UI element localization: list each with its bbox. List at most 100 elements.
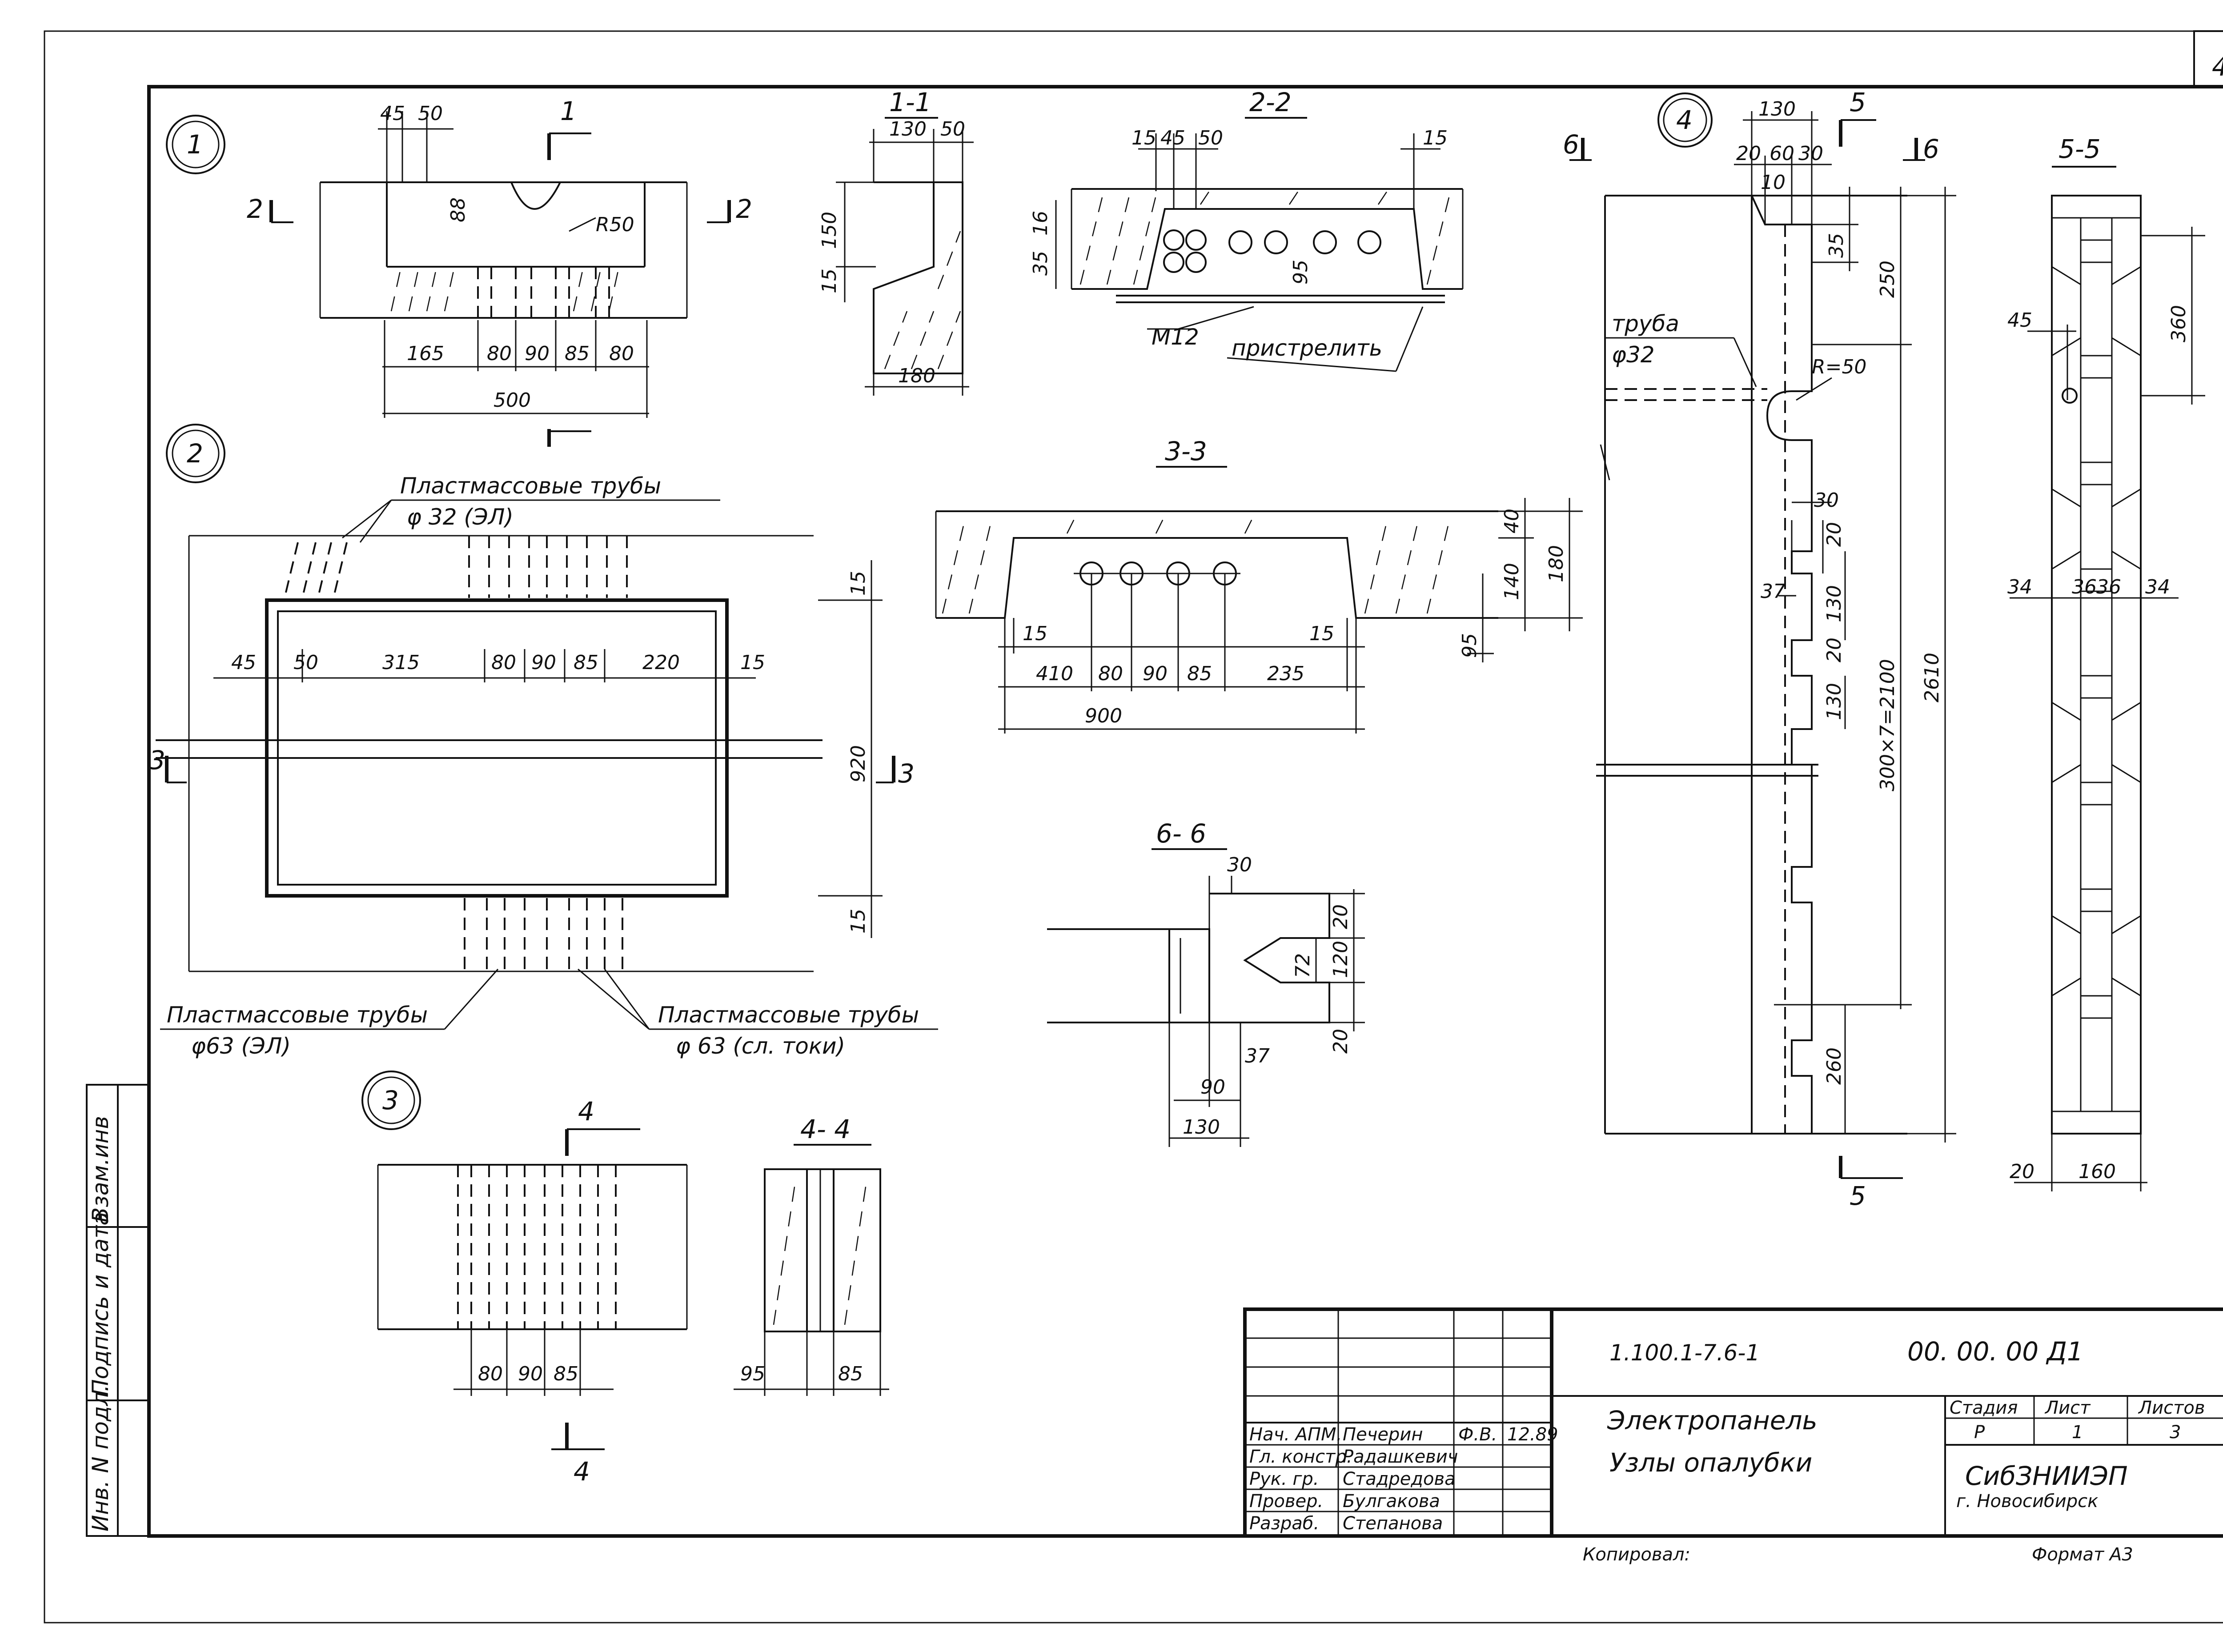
n4-dim-35: 35	[1825, 233, 1848, 258]
tb-name-4: Степанова	[1343, 1513, 1443, 1534]
s33-dim-410: 410	[1036, 662, 1073, 685]
n4-dim-20: 20	[1736, 142, 1761, 165]
tb-name-2: Стадредова	[1343, 1469, 1456, 1489]
s11-title: 1-1	[889, 87, 931, 117]
n1-dim-165: 165	[407, 342, 444, 365]
n4-cut-5-top: 5	[1850, 87, 1866, 117]
s55-dim-160: 160	[2079, 1160, 2116, 1183]
n4-cut-6-left: 6	[1563, 129, 1579, 160]
n4-dim-30: 30	[1798, 142, 1823, 165]
n4-dim-20b: 20	[1823, 522, 1846, 547]
tb-sheet-header: Лист	[2044, 1398, 2091, 1418]
s55-dim-34b: 34	[2145, 576, 2170, 598]
tb-org: СибЗНИИЭП	[1965, 1461, 2128, 1491]
n1-dim-500: 500	[494, 389, 531, 412]
s22-note: пристрелить	[1232, 335, 1382, 361]
tb-title: Электропанель	[1607, 1405, 1818, 1435]
n2-side-920: 920	[847, 745, 870, 782]
s66-dim-20b: 20	[1329, 1029, 1352, 1054]
n2-pipes-bl-spec: φ63 (ЭЛ)	[191, 1033, 291, 1059]
n3-cut-4-top: 4	[578, 1096, 594, 1127]
tb-code: 1.100.1-7.6-1	[1609, 1340, 1760, 1366]
s55-dim-360: 360	[2167, 305, 2190, 342]
n4-dim-37: 37	[1761, 580, 1786, 603]
tb-sheets: 3	[2170, 1422, 2181, 1443]
n1-dim-45: 45	[380, 102, 405, 125]
n1-dim-80a: 80	[487, 342, 512, 365]
node-3-marker: 3	[382, 1085, 399, 1115]
n2-dim-315: 315	[382, 651, 420, 674]
tb-name-0: Печерин	[1343, 1424, 1423, 1445]
s22-bolt: М12	[1152, 324, 1199, 350]
s55-dim-36b: 36	[2096, 576, 2121, 598]
s22-title: 2-2	[1249, 87, 1292, 117]
tb-role-2: Рук. гр.	[1249, 1469, 1319, 1489]
tb-doc: 00. 00. 00 Д1	[1907, 1336, 2083, 1367]
n2-pipes-br-spec: φ 63 (сл. токи)	[676, 1033, 845, 1059]
s33-dim-235: 235	[1267, 662, 1304, 685]
s22-dim-15a: 15	[1132, 127, 1156, 149]
n1-cut-2-right: 2	[736, 194, 752, 224]
n2-dim-15: 15	[740, 651, 765, 674]
n4-dim-2610: 2610	[1921, 653, 1943, 702]
node-4: 4 6 6 5 труба φ32 R=50 130 20 60	[1563, 87, 1956, 1211]
s22-dim-50: 50	[1198, 127, 1223, 149]
n2-cut-3-right: 3	[898, 758, 915, 789]
tb-name-3: Булгакова	[1343, 1491, 1440, 1512]
n2-side-15b: 15	[847, 909, 870, 934]
tb-sheet: 1	[2072, 1422, 2083, 1443]
section-5-5: 5-5 45 360 34 36 36 34	[2007, 134, 2205, 1191]
n1-dim-90: 90	[525, 342, 550, 365]
n1-dim-50: 50	[418, 102, 443, 125]
tb-city: г. Новосибирск	[1956, 1491, 2098, 1512]
n1-dim-85: 85	[565, 342, 590, 365]
tb-sheets-header: Листов	[2138, 1398, 2205, 1418]
n2-cut-3-left: 3	[149, 745, 165, 775]
tb-role-0: Нач. АПМ.	[1249, 1424, 1342, 1445]
n4-pipe-spec: φ32	[1612, 342, 1655, 368]
n4-radius: R=50	[1812, 356, 1866, 378]
n1-cut-2-left: 2	[247, 194, 263, 224]
n3-dim-80: 80	[478, 1363, 503, 1385]
s66-dim-90: 90	[1200, 1076, 1225, 1099]
s11-dim-15: 15	[818, 269, 841, 293]
s66-title: 6- 6	[1156, 818, 1206, 849]
sheet-number: 46	[2212, 52, 2223, 82]
n4-dim-10: 10	[1761, 171, 1786, 194]
inner-frame	[147, 85, 2223, 1538]
n4-dim-30b: 30	[1814, 489, 1839, 512]
s33-dim-90: 90	[1143, 662, 1168, 685]
s33-side-95: 95	[1458, 633, 1481, 658]
strip-inventory-number: Инв. N подл.	[88, 1385, 113, 1532]
s55-title: 5-5	[2058, 134, 2101, 164]
s33-dim-15a: 15	[1023, 622, 1047, 645]
section-4-4: 4- 4 95 85	[734, 1114, 889, 1396]
s33-side-140: 140	[1501, 563, 1523, 600]
s55-dim-34a: 34	[2007, 576, 2032, 598]
node-2: 2 Пластмассовые трубы φ 32 (ЭЛ)	[149, 424, 938, 1059]
tb-stage: Р	[1974, 1422, 1985, 1443]
tb-subtitle: Узлы опалубки	[1609, 1448, 1812, 1478]
left-strip: Взам.инв Подпись и дата Инв. N подл.	[86, 1084, 150, 1537]
s66-dim-37: 37	[1245, 1045, 1270, 1067]
tb-format: Формат А3	[2032, 1544, 2133, 1565]
s33-dim-15b: 15	[1309, 622, 1334, 645]
n4-dim-60: 60	[1770, 142, 1794, 165]
n1-dim-88: 88	[447, 197, 469, 222]
s33-side-40: 40	[1501, 509, 1523, 533]
tb-role-1: Гл. констр.	[1249, 1447, 1352, 1467]
s11-dim-150: 150	[818, 212, 841, 249]
section-2-2: 2-2 15 45 50 15 35 16 95 М12	[1029, 87, 1464, 372]
tb-name-1: Радашкевич	[1343, 1447, 1458, 1467]
node-3: 3 4 80 90 85 4	[361, 1071, 688, 1487]
tb-stage-header: Стадия	[1950, 1398, 2018, 1418]
tb-sign-0: Ф.В.	[1458, 1424, 1497, 1445]
s66-dim-130: 130	[1183, 1116, 1220, 1139]
n2-dim-85: 85	[574, 651, 598, 674]
n2-dim-45: 45	[231, 651, 256, 674]
s44-title: 4- 4	[800, 1114, 851, 1144]
s33-side-180: 180	[1545, 545, 1568, 582]
n3-dim-90: 90	[518, 1363, 543, 1385]
n3-dim-85: 85	[554, 1363, 578, 1385]
